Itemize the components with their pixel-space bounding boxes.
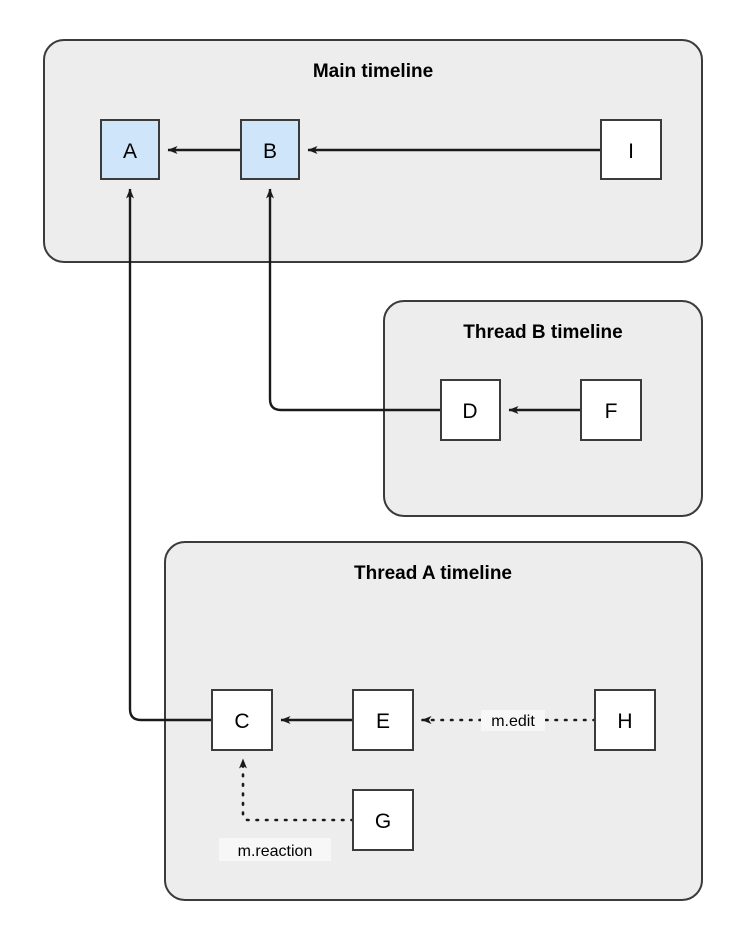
edge-g-to-c[interactable] — [239, 757, 355, 822]
node-c-label: C — [234, 710, 249, 733]
node-a-label: A — [123, 140, 137, 163]
node-h-label: H — [617, 710, 632, 733]
node-b[interactable]: B — [240, 119, 300, 180]
node-c[interactable]: C — [211, 689, 273, 751]
group-main-timeline-title: Main timeline — [313, 61, 433, 82]
node-f-box — [580, 379, 642, 441]
node-f[interactable]: F — [580, 379, 642, 441]
node-e[interactable]: E — [352, 689, 414, 751]
node-f-label: F — [605, 400, 618, 423]
node-a-box — [100, 119, 160, 180]
node-h[interactable]: H — [594, 689, 656, 751]
node-i-label: I — [628, 140, 634, 163]
node-i[interactable]: I — [600, 119, 662, 180]
node-d-box — [440, 379, 501, 441]
node-a[interactable]: A — [100, 119, 160, 180]
edge-label-m-edit-bg — [481, 710, 545, 731]
edge-label-m-edit-text: m.edit — [491, 713, 535, 730]
node-e-box — [352, 689, 414, 751]
edge-label-m-edit: m.edit — [481, 710, 545, 731]
node-h-box — [594, 689, 656, 751]
node-b-box — [240, 119, 300, 180]
node-e-label: E — [376, 710, 390, 733]
node-b-label: B — [263, 140, 277, 163]
node-d[interactable]: D — [440, 379, 501, 441]
group-thread-a-timeline-title: Thread A timeline — [354, 563, 512, 584]
node-g[interactable]: G — [352, 789, 414, 851]
edge-label-m-reaction: m.reaction — [219, 838, 331, 861]
group-thread-b-timeline[interactable]: Thread B timeline — [383, 300, 703, 517]
node-g-box — [352, 789, 414, 851]
node-c-box — [211, 689, 273, 751]
group-thread-b-timeline-title: Thread B timeline — [463, 322, 622, 343]
edge-d-to-b[interactable] — [266, 188, 441, 412]
edge-label-m-reaction-text: m.reaction — [238, 843, 313, 860]
edge-label-m-reaction-bg — [219, 838, 331, 861]
node-d-label: D — [462, 400, 477, 423]
group-thread-b-timeline-box — [383, 300, 703, 517]
node-i-box — [600, 119, 662, 180]
edge-c-to-a[interactable] — [126, 188, 212, 722]
node-g-label: G — [375, 810, 391, 833]
